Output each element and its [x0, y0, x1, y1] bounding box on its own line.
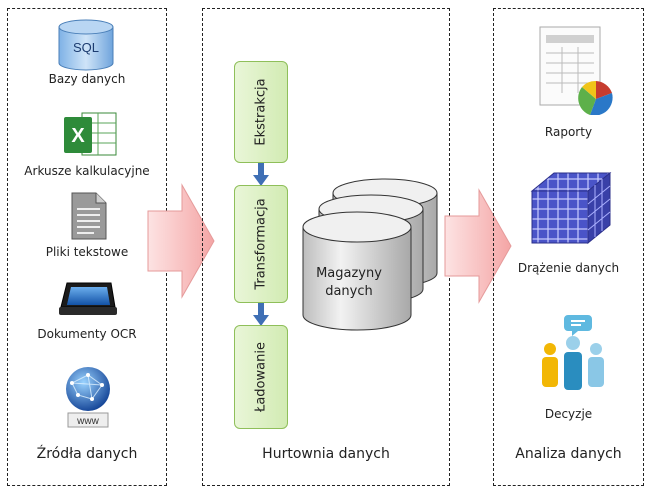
arrow-down-icon [253, 163, 269, 186]
source-label-spreadsheets: Arkusze kalkulacyjne [24, 164, 150, 178]
analysis-panel: Raporty Drążenie danych Decyzje Analiza … [493, 8, 644, 486]
stage-extraction-label: Ekstrakcja [253, 78, 269, 146]
text-file-icon [71, 192, 107, 240]
stage-loading-label: Ładowanie [253, 342, 269, 412]
svg-text:X: X [71, 125, 85, 147]
stage-transformation: Transformacja [234, 185, 288, 303]
svg-text:SQL: SQL [73, 40, 99, 55]
warehouse-panel: Ekstrakcja Transformacja Ładowanie Magaz… [202, 8, 450, 486]
arrow-down-icon [253, 303, 269, 326]
globe-www-icon: www [66, 367, 110, 428]
report-chart-icon [539, 26, 613, 115]
svg-text:www: www [76, 416, 99, 427]
analysis-label-data-mining: Drążenie danych [517, 261, 620, 275]
source-label-text-files: Pliki tekstowe [45, 245, 129, 259]
data-store-cylinders-icon [302, 178, 438, 331]
analysis-label-reports: Raporty [544, 125, 593, 139]
flow-arrow-warehouse-to-analysis [444, 188, 512, 304]
stage-transformation-label: Transformacja [253, 198, 269, 290]
sources-panel: SQL Bazy danych X Arkusze kalkulacyjne P… [7, 8, 167, 486]
analysis-title: Analiza danych [515, 446, 622, 462]
data-store-label: Magazyny danych [316, 266, 382, 299]
sources-title: Źródła danych [36, 446, 138, 462]
scanner-icon [59, 282, 117, 315]
analysis-label-decisions: Decyzje [544, 407, 593, 421]
cube-icon [530, 171, 612, 245]
stage-loading: Ładowanie [234, 325, 288, 429]
excel-icon: X [64, 112, 117, 156]
source-label-databases: Bazy danych [48, 72, 126, 86]
source-label-ocr: Dokumenty OCR [37, 327, 137, 341]
database-sql-icon: SQL [58, 19, 114, 71]
flow-arrow-sources-to-warehouse [147, 183, 215, 299]
stage-extraction: Ekstrakcja [234, 61, 288, 163]
people-discussion-icon [542, 315, 604, 390]
warehouse-title: Hurtownia danych [262, 446, 390, 462]
